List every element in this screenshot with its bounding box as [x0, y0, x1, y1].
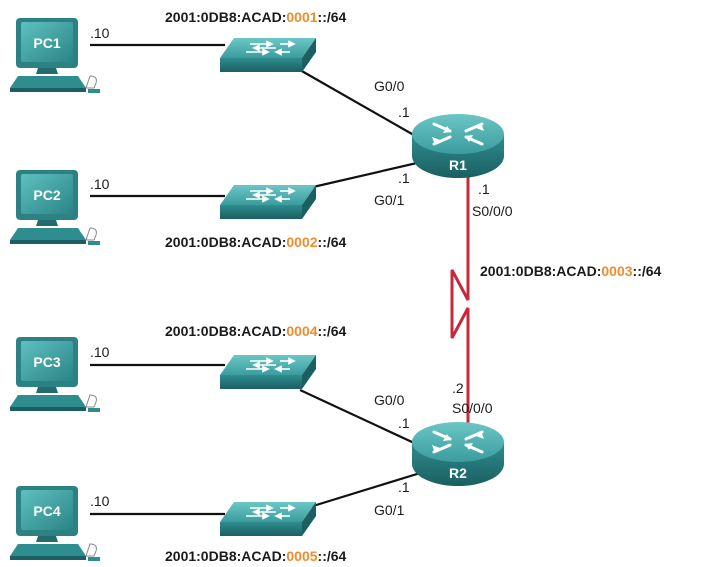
link-s4-r2 — [299, 468, 431, 512]
pc2[interactable]: PC2 — [9, 169, 101, 246]
switch-s3[interactable] — [219, 354, 317, 390]
network-label-1: 2001:0DB8:ACAD:0001::/64 — [165, 9, 347, 25]
pc-icon — [9, 336, 101, 413]
r1-g01-interface: G0/1 — [374, 192, 405, 208]
switch-s2[interactable] — [219, 184, 317, 220]
pc-icon — [9, 485, 101, 562]
network-label-4: 2001:0DB8:ACAD:0004::/64 — [165, 323, 347, 339]
pc1-host-address: .10 — [90, 25, 110, 41]
r1-g00-interface: G0/0 — [374, 78, 405, 94]
pc4-host-address: .10 — [90, 493, 110, 509]
r2-label: R2 — [449, 465, 467, 481]
router-r2[interactable]: R2 — [410, 420, 506, 488]
switch-icon — [219, 354, 317, 390]
pc1-label: PC1 — [33, 35, 60, 51]
pc2-host-address: .10 — [90, 176, 110, 192]
pc1[interactable]: PC1 — [9, 17, 101, 94]
r1-g00-host: .1 — [398, 104, 410, 120]
switch-icon — [219, 184, 317, 220]
pc3-host-address: .10 — [90, 344, 110, 360]
pc3[interactable]: PC3 — [9, 336, 101, 413]
r2-g00-host: .1 — [398, 415, 410, 431]
network-label-5: 2001:0DB8:ACAD:0005::/64 — [165, 548, 347, 564]
r2-g01-host: .1 — [398, 479, 410, 495]
r1-s000-host: .1 — [478, 181, 490, 197]
switch-s1[interactable] — [219, 37, 317, 73]
r2-s000-host: .2 — [452, 380, 464, 396]
switch-icon — [219, 37, 317, 73]
r1-g01-host: .1 — [398, 170, 410, 186]
link-s2-r1 — [299, 158, 431, 192]
r2-s000-interface: S0/0/0 — [452, 400, 493, 416]
links-layer — [90, 43, 470, 516]
r2-g00-interface: G0/0 — [374, 392, 405, 408]
pc4-label: PC4 — [33, 503, 60, 519]
r1-s000-interface: S0/0/0 — [472, 203, 513, 219]
network-label-3: 2001:0DB8:ACAD:0003::/64 — [480, 263, 662, 279]
r2-g01-interface: G0/1 — [374, 502, 405, 518]
r1-label: R1 — [449, 157, 467, 173]
link-serial-r1-r2 — [450, 175, 470, 438]
switch-icon — [219, 501, 317, 537]
switch-s4[interactable] — [219, 501, 317, 537]
pc-icon — [9, 169, 101, 246]
pc-icon — [9, 17, 101, 94]
network-label-2: 2001:0DB8:ACAD:0002::/64 — [165, 234, 347, 250]
router-r1[interactable]: R1 — [410, 112, 506, 180]
pc4[interactable]: PC4 — [9, 485, 101, 562]
pc3-label: PC3 — [33, 354, 60, 370]
pc2-label: PC2 — [33, 187, 60, 203]
